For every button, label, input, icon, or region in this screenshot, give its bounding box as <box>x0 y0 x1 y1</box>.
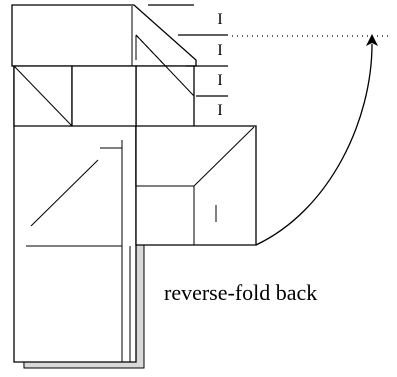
flap-diagonal <box>193 126 255 187</box>
reverse-fold-arrow <box>255 43 373 246</box>
flap-box <box>135 125 257 246</box>
tick-label: I <box>217 72 222 89</box>
tick-label: I <box>217 11 222 28</box>
tick-label: I <box>217 102 222 119</box>
instruction-caption: reverse-fold back <box>164 280 317 305</box>
strip-diagonal <box>30 159 99 227</box>
tick-label: I <box>217 42 222 59</box>
arm-diagonal <box>135 34 195 97</box>
left-square-diagonal <box>13 65 73 127</box>
top-band <box>11 4 197 67</box>
arrowhead-icon <box>366 34 378 46</box>
center-square <box>71 65 137 127</box>
